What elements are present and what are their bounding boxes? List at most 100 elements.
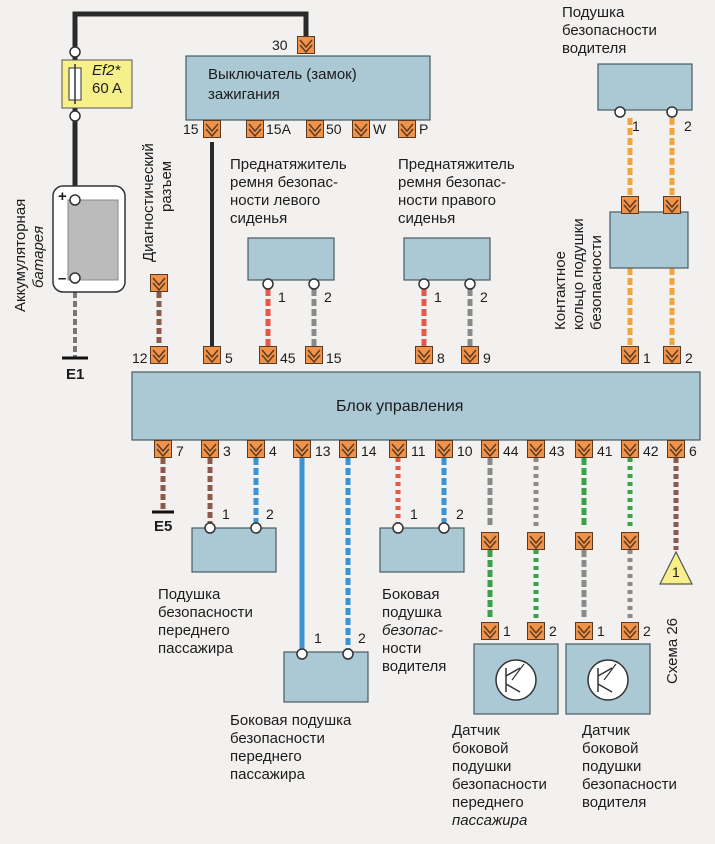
conn-cu-4 xyxy=(247,440,265,458)
conn-clock-in-1 xyxy=(621,196,639,214)
battery-plus: + xyxy=(58,188,67,205)
driver-airbag-pin1: 1 xyxy=(632,118,640,134)
conn-ign-15a xyxy=(246,120,264,138)
sensor-driver-label-1: Датчик xyxy=(582,722,630,739)
sensor-passenger-label-2: боковой xyxy=(452,740,509,757)
side-airbag-driver-pin2: 2 xyxy=(456,506,464,522)
conn-cu-11 xyxy=(389,440,407,458)
control-unit-title: Блок управления xyxy=(336,398,464,415)
diag-label-2: разъем xyxy=(158,160,175,212)
ign-pin-50: 50 xyxy=(326,121,342,137)
side-airbag-passenger-label-2: безопасности xyxy=(230,730,325,747)
ign-pin-15: 15 xyxy=(183,121,199,137)
conn-cu-42 xyxy=(621,440,639,458)
scheme-ref-number: 1 xyxy=(672,564,680,580)
passenger-airbag-label-3: переднего xyxy=(158,622,230,639)
side-airbag-passenger-label-4: пассажира xyxy=(230,766,305,783)
conn-cu-7 xyxy=(154,440,172,458)
conn-cu-6 xyxy=(667,440,685,458)
cu-pin-15: 15 xyxy=(326,350,342,366)
conn-mid-42 xyxy=(621,532,639,550)
driver-airbag-pin2: 2 xyxy=(684,118,692,134)
cu-pin-42: 42 xyxy=(643,443,659,459)
scheme-ref-triangle xyxy=(659,550,693,585)
driver-airbag-label-3: водителя xyxy=(562,40,627,57)
battery xyxy=(52,185,126,293)
conn-mid-43 xyxy=(527,532,545,550)
ignition-title-1: Выключатель (замок) xyxy=(208,66,357,83)
conn-cu-13 xyxy=(293,440,311,458)
side-airbag-passenger-pin2: 2 xyxy=(358,630,366,646)
clockspring-label-2: кольцо подушки xyxy=(570,218,587,330)
clockspring-box xyxy=(609,211,689,269)
ign-pin-15a: 15A xyxy=(266,121,291,137)
side-airbag-driver-label-2: подушка xyxy=(382,604,442,621)
passenger-airbag-pin1: 1 xyxy=(222,506,230,522)
side-airbag-driver-box xyxy=(379,527,465,573)
right-pretensioner-box xyxy=(403,237,491,281)
conn-cu-41 xyxy=(575,440,593,458)
ign-pin-30: 30 xyxy=(272,37,288,53)
wires xyxy=(72,11,679,652)
sensor-passenger-label-1: Датчик xyxy=(452,722,500,739)
conn-sensor-d-2 xyxy=(621,622,639,640)
side-airbag-passenger-label-1: Боковая подушка xyxy=(230,712,352,729)
driver-airbag-box xyxy=(597,63,693,111)
cu-pin-3: 3 xyxy=(223,443,231,459)
conn-cu-44 xyxy=(481,440,499,458)
cu-pin-13: 13 xyxy=(315,443,331,459)
fuse-label-1: Ef2* xyxy=(92,62,121,79)
diag-connector xyxy=(150,274,168,292)
conn-sensor-p-1 xyxy=(481,622,499,640)
control-unit-box xyxy=(131,371,701,441)
diag-label-1: Диагностический xyxy=(140,143,157,262)
cu-pin-14: 14 xyxy=(361,443,377,459)
right-pret-pin2: 2 xyxy=(480,289,488,305)
left-pret-pin1: 1 xyxy=(278,289,286,305)
passenger-airbag-box xyxy=(191,527,277,573)
side-airbag-driver-label-1: Боковая xyxy=(382,586,440,603)
clockspring-label-3: безопасности xyxy=(588,235,605,330)
ground-e1-label: E1 xyxy=(66,366,85,383)
conn-cu-43 xyxy=(527,440,545,458)
passenger-airbag-label-4: пассажира xyxy=(158,640,233,657)
right-pret-pin1: 1 xyxy=(434,289,442,305)
side-airbag-driver-label-5: водителя xyxy=(382,658,447,675)
cu-pin-41: 41 xyxy=(597,443,613,459)
conn-cu-12 xyxy=(150,346,168,364)
passenger-airbag-label-1: Подушка xyxy=(158,586,221,603)
left-pret-pin2: 2 xyxy=(324,289,332,305)
conn-cu-15 xyxy=(305,346,323,364)
cu-pin-10: 10 xyxy=(457,443,473,459)
conn-ign-30 xyxy=(297,36,315,54)
side-airbag-passenger-pin1: 1 xyxy=(314,630,322,646)
conn-mid-41 xyxy=(575,532,593,550)
conn-cu-10 xyxy=(435,440,453,458)
sensor-driver-label-4: безопасности xyxy=(582,776,677,793)
cu-pin-8: 8 xyxy=(437,350,445,366)
conn-cu-45 xyxy=(259,346,277,364)
conn-cu-3 xyxy=(201,440,219,458)
left-pretensioner-box xyxy=(247,237,335,281)
conn-cu-14 xyxy=(339,440,357,458)
ign-pin-p: P xyxy=(419,121,429,137)
right-pret-label-4: сиденья xyxy=(398,210,456,227)
left-pret-label-3: ности левого xyxy=(230,192,321,209)
conn-sensor-d-1 xyxy=(575,622,593,640)
cu-pin-43: 43 xyxy=(549,443,565,459)
cu-pin-4: 4 xyxy=(269,443,277,459)
conn-ign-p xyxy=(398,120,416,138)
conn-ign-15 xyxy=(203,120,221,138)
right-pret-label-1: Преднатяжитель xyxy=(398,156,515,173)
cu-pin-5: 5 xyxy=(225,350,233,366)
side-airbag-passenger-label-3: переднего xyxy=(230,748,302,765)
sensor-passenger-label-6: пассажира xyxy=(452,812,528,829)
left-pret-label-2: ремня безопас- xyxy=(230,174,339,191)
side-airbag-driver-label-3: безопас- xyxy=(382,622,443,639)
cu-pin-44: 44 xyxy=(503,443,519,459)
sensor-passenger-box xyxy=(473,643,559,715)
conn-cu-8 xyxy=(415,346,433,364)
conn-cu-2 xyxy=(663,346,681,364)
wire-battery-to-ignition xyxy=(72,11,309,60)
